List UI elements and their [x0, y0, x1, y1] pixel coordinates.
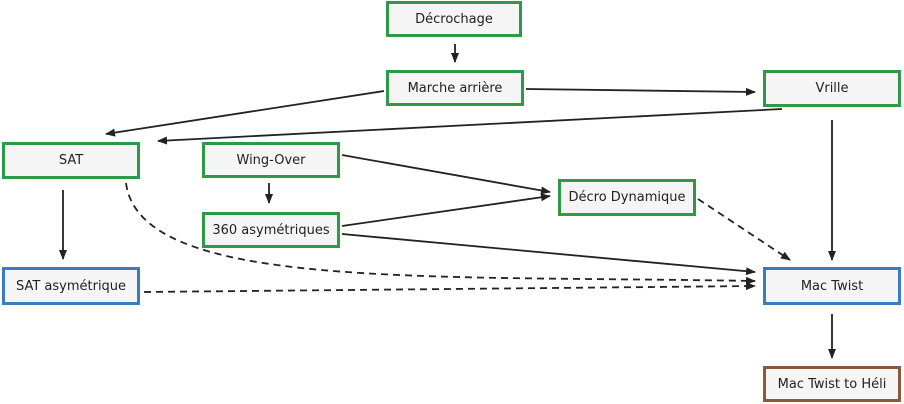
edge-vrille-to-sat: [157, 108, 783, 145]
edge-wing-over-to-deco-dynamique: [341, 154, 551, 195]
node-mac-twist: Mac Twist: [763, 267, 901, 305]
node-sat-asymetrique-label: SAT asymétrique: [15, 278, 127, 294]
node-mac-twist-label: Mac Twist: [800, 278, 864, 294]
node-mac-twist-to-heli: Mac Twist to Héli: [763, 366, 901, 402]
node-deco-dynamique-label: Décro Dynamique: [568, 190, 686, 205]
node-mac-twist-to-heli-label: Mac Twist to Héli: [777, 376, 887, 392]
node-decrochage: Décrochage: [386, 1, 522, 37]
node-marche-arriere-label: Marche arrière: [407, 80, 503, 96]
edge-asym-360-to-mac-twist: [341, 233, 756, 276]
node-deco-dynamique: Décro Dynamique: [558, 179, 696, 216]
edge-asym-360-to-deco-dynamique: [341, 193, 551, 227]
node-360-asymetriques-label: 360 asymétriques: [212, 222, 330, 238]
node-wing-over: Wing-Over: [202, 142, 340, 178]
node-wing-over-label: Wing-Over: [236, 152, 306, 168]
edge-sat-asym-to-mac-twist: [143, 282, 756, 293]
node-vrille: Vrille: [763, 70, 901, 107]
node-sat-label: SAT: [58, 153, 84, 168]
node-sat: SAT: [2, 142, 140, 179]
node-marche-arriere: Marche arrière: [386, 70, 524, 106]
node-360-asymetriques: 360 asymétriques: [202, 212, 340, 248]
edge-deco-dynamique-to-mac-twist: [697, 198, 791, 261]
edge-marche-arriere-to-sat: [105, 90, 385, 137]
node-sat-asymetrique: SAT asymétrique: [2, 267, 140, 305]
node-vrille-label: Vrille: [815, 81, 849, 96]
node-decrochage-label: Décrochage: [415, 11, 493, 27]
edge-marche-arriere-to-vrille: [525, 87, 756, 96]
